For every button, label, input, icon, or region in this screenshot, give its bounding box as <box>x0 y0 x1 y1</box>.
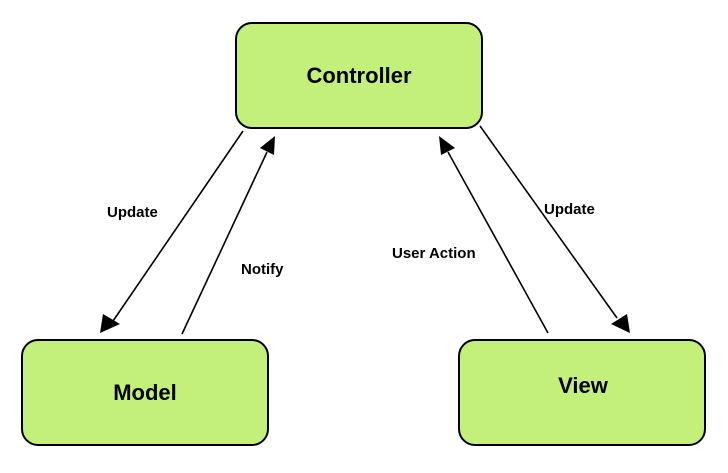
arrowhead-controller-left <box>260 136 275 155</box>
arrowhead-model <box>100 314 120 333</box>
arrowhead-controller-right <box>439 136 455 155</box>
controller-label: Controller <box>306 63 412 88</box>
edge-label-notify: Notify <box>241 261 284 278</box>
view-box <box>458 339 706 446</box>
edge-label-update-left: Update <box>107 204 158 221</box>
edge-controller-to-model-line <box>112 130 244 322</box>
edge-model-to-controller-line <box>181 151 268 335</box>
controller-box <box>235 22 483 129</box>
model-label: Model <box>113 380 177 405</box>
view-label: View <box>558 373 609 398</box>
node-controller: Controller <box>235 22 483 129</box>
edge-controller-to-model: Update <box>100 130 244 333</box>
arrowhead-view <box>611 314 630 333</box>
edge-model-to-controller: Notify <box>181 136 284 335</box>
edge-view-to-controller-line <box>447 151 549 334</box>
edge-label-update-right: Update <box>544 201 595 218</box>
edge-controller-to-view: Update <box>479 125 630 333</box>
model-box <box>21 339 269 446</box>
edge-label-user-action: User Action <box>392 245 476 262</box>
node-model: Model <box>21 339 269 446</box>
node-view: View <box>458 339 706 446</box>
edge-controller-to-view-line <box>479 125 618 319</box>
edge-view-to-controller: User Action <box>392 136 549 334</box>
